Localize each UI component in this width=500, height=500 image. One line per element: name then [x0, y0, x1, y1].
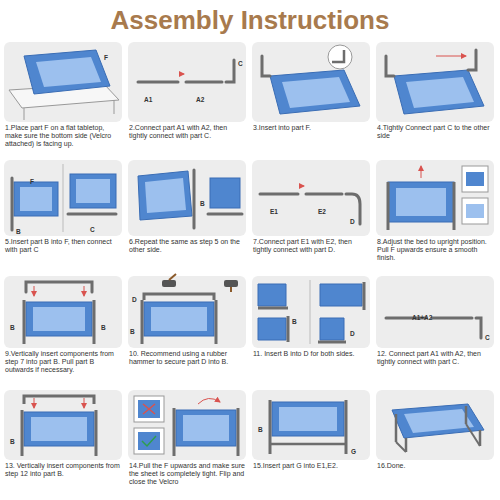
part-label-holder: F — [104, 46, 108, 64]
part-label: D — [350, 218, 355, 225]
part-label-holder: E2 — [318, 200, 326, 218]
step-panel: 3.Insert into part F. — [252, 42, 370, 132]
part-label-holder: G — [351, 440, 356, 458]
step-13-figure — [4, 390, 122, 460]
step-panel: 16.Done. — [376, 390, 494, 470]
step-11-figure — [252, 276, 370, 348]
part-label-holder: A1 — [144, 88, 152, 106]
step-14-figure — [128, 390, 246, 460]
part-label-holder: B — [258, 418, 263, 436]
step-panel: 8.Adjust the bed to upright position. Pu… — [376, 160, 494, 262]
step-10-figure — [128, 274, 246, 348]
step-caption: 13. Vertically insert components from st… — [4, 462, 122, 478]
step-9-figure — [4, 276, 122, 348]
part-label-holder: A1+A2 — [412, 306, 432, 324]
step-caption: 9.Vertically insert components from step… — [4, 350, 122, 374]
step-12-figure — [376, 276, 494, 348]
part-label-holder: B — [200, 192, 205, 210]
page-title: Assembly Instructions — [0, 5, 500, 36]
step-caption: 10. Recommend using a rubber hammer to s… — [128, 350, 246, 366]
step-panel: 11. Insert B into D for both sides. — [252, 276, 370, 358]
step-8-figure — [376, 160, 494, 236]
step-caption: 5.Insert part B into F, then connect wit… — [4, 238, 122, 254]
part-label: B — [10, 324, 15, 331]
part-label: C — [90, 226, 95, 233]
part-label: C — [485, 334, 490, 341]
part-label: B — [10, 438, 15, 445]
step-caption: 16.Done. — [376, 462, 494, 470]
part-label: F — [104, 54, 108, 61]
part-label-holder: B — [16, 220, 21, 238]
step-panel: 5.Insert part B into F, then connect wit… — [4, 160, 122, 254]
step-panel: 12. Connect part A1 with A2, then tightl… — [376, 276, 494, 366]
step-caption: 3.Insert into part F. — [252, 124, 370, 132]
part-label: B — [101, 324, 106, 331]
step-caption: 15.Insert part G into E1,E2. — [252, 462, 370, 470]
step-panel: 7.Connect part E1 with E2, then tightly … — [252, 160, 370, 254]
step-caption: 6.Repeat the same as step 5 on the other… — [128, 238, 246, 254]
part-label-holder: C — [90, 218, 95, 236]
step-caption: 2.Connect part A1 with A2, then tightly … — [128, 124, 246, 140]
part-label: B — [292, 318, 297, 325]
part-label-holder: B — [292, 310, 297, 328]
part-label: F — [30, 178, 34, 185]
part-label: A1 — [144, 96, 152, 103]
step-4-figure — [376, 42, 494, 122]
part-label: B — [258, 426, 263, 433]
step-6-figure — [128, 160, 246, 236]
part-label: A2 — [196, 96, 204, 103]
part-label-holder: D — [132, 288, 137, 306]
step-panel: 4.Tightly Connect part C to the other si… — [376, 42, 494, 140]
part-label-holder: C — [485, 326, 490, 344]
step-caption: 1.Place part F on a flat tabletop, make … — [4, 124, 122, 148]
part-label: B — [130, 328, 135, 335]
step-panel: 14.Pull the F upwards and make sure the … — [128, 390, 246, 486]
part-label-holder: A2 — [196, 88, 204, 106]
step-caption: 4.Tightly Connect part C to the other si… — [376, 124, 494, 140]
step-1-figure — [4, 42, 122, 122]
part-label: B — [16, 228, 21, 235]
step-5-figure — [4, 160, 122, 236]
step-caption: 14.Pull the F upwards and make sure the … — [128, 462, 246, 486]
part-label-holder: D — [350, 210, 355, 228]
part-label-holder: E1 — [270, 200, 278, 218]
part-label: C — [238, 60, 243, 67]
part-label-holder: B — [130, 320, 135, 338]
part-label-holder: B — [10, 316, 15, 334]
step-panel: 15.Insert part G into E1,E2. — [252, 390, 370, 470]
part-label: G — [351, 448, 356, 455]
part-label: D — [132, 296, 137, 303]
part-label: E2 — [318, 208, 326, 215]
step-caption: 8.Adjust the bed to upright position. Pu… — [376, 238, 494, 262]
step-16-figure — [376, 390, 494, 460]
step-panel: 10. Recommend using a rubber hammer to s… — [128, 276, 246, 366]
step-15-figure — [252, 390, 370, 460]
part-label: A1+A2 — [412, 314, 432, 321]
step-2-figure — [128, 42, 246, 122]
part-label: E1 — [270, 208, 278, 215]
part-label: B — [200, 200, 205, 207]
step-7-figure — [252, 160, 370, 236]
part-label-holder: F — [30, 170, 34, 188]
part-label: D — [350, 330, 355, 337]
step-caption: 11. Insert B into D for both sides. — [252, 350, 370, 358]
step-panel: 6.Repeat the same as step 5 on the other… — [128, 160, 246, 254]
part-label-holder: B — [101, 316, 106, 334]
step-caption: 7.Connect part E1 with E2, then tightly … — [252, 238, 370, 254]
step-panel: 2.Connect part A1 with A2, then tightly … — [128, 42, 246, 140]
part-label-holder: C — [238, 52, 243, 70]
step-3-figure — [252, 42, 370, 122]
step-panel: 13. Vertically insert components from st… — [4, 390, 122, 478]
part-label-holder: B — [10, 430, 15, 448]
step-caption: 12. Connect part A1 with A2, then tightl… — [376, 350, 494, 366]
part-label-holder: D — [350, 322, 355, 340]
